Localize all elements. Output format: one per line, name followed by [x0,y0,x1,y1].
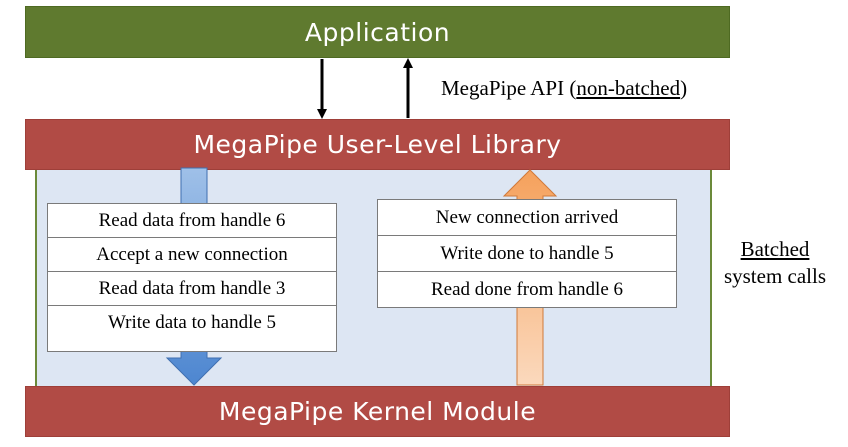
list-item: Read data from handle 6 [48,204,336,238]
api-label-suffix: ) [680,76,688,100]
batched-label-rest: system calls [723,264,827,288]
api-label-emphasis: non-batched [576,76,681,100]
application-layer: Application [25,6,730,58]
library-label: MegaPipe User-Level Library [193,130,562,159]
list-item: Read data from handle 3 [48,272,336,306]
application-label: Application [304,17,451,47]
kernel-layer: MegaPipe Kernel Module [25,386,730,437]
batched-syscalls-label: Batched system calls [720,236,830,290]
list-item: Write data to handle 5 [107,312,277,333]
list-item: Accept a new connection [48,238,336,272]
batched-call-list: Read data from handle 6 Accept a new con… [47,203,337,352]
list-item: New connection arrived [378,200,676,236]
api-label-prefix: MegaPipe API ( [441,76,577,100]
batched-label-emphasis: Batched [740,237,810,261]
kernel-label: MegaPipe Kernel Module [218,397,537,426]
library-layer: MegaPipe User-Level Library [25,119,730,170]
list-item: Write done to handle 5 [378,236,676,272]
list-item: Read done from handle 6 [430,279,624,300]
api-label: MegaPipe API (non-batched) [441,76,687,101]
completion-event-list: New connection arrived Write done to han… [377,199,677,308]
